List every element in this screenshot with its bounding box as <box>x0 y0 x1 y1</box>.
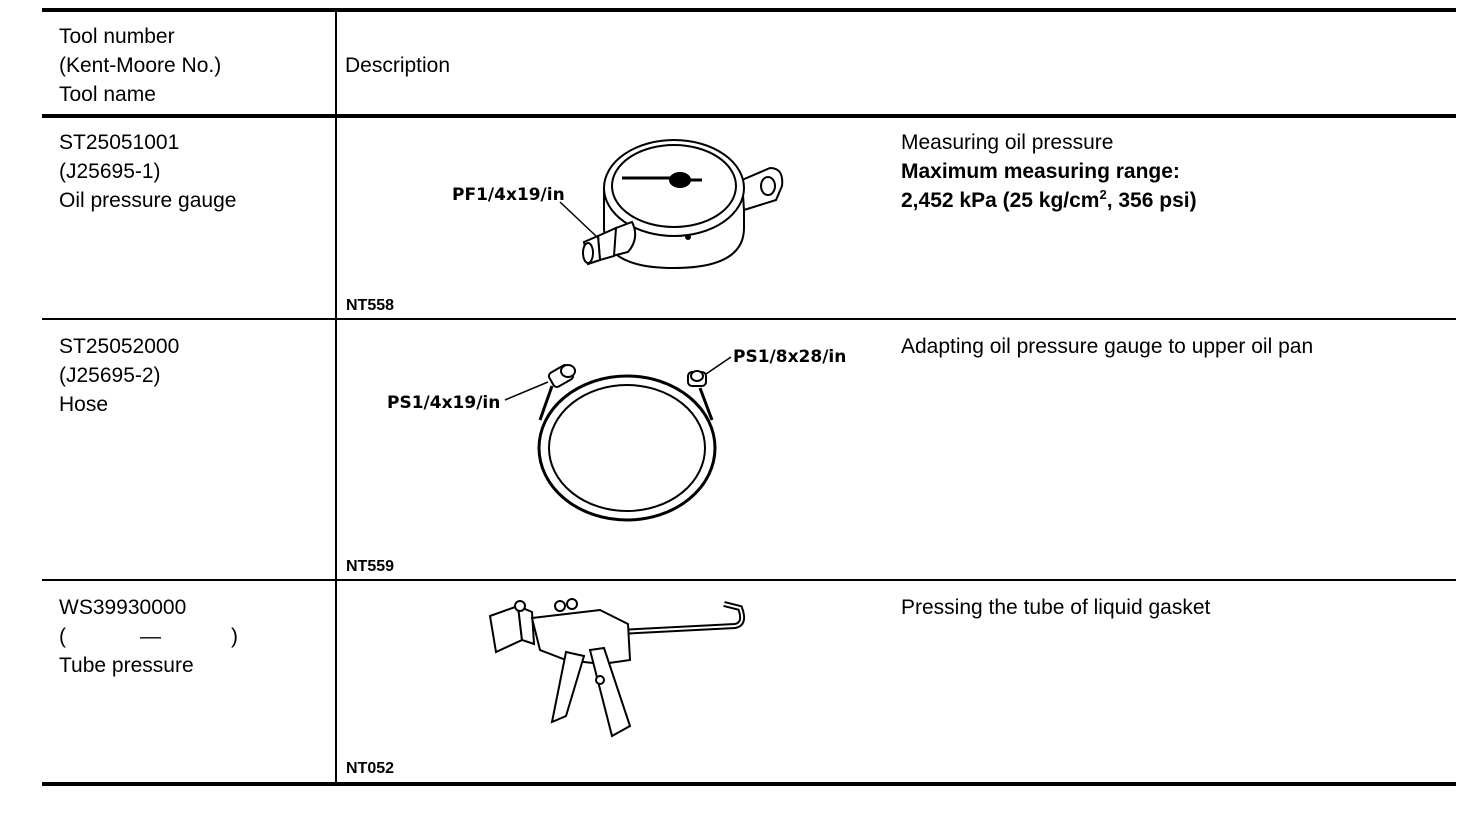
row3-figure-code: NT052 <box>346 760 395 777</box>
row3-description: Pressing the tube of liquid gasket <box>901 596 1211 619</box>
row2-callout-ps14: PS1/4x19/in <box>387 393 501 413</box>
row3-tool-number: WS39930000 <box>59 596 187 619</box>
row1-spec-label: Maximum measuring range: <box>901 160 1180 183</box>
row1-kent-moore: (J25695-1) <box>59 160 161 183</box>
row2-tool-number: ST25052000 <box>59 335 180 358</box>
row1-bottom-rule <box>42 318 1456 320</box>
header-description: Description <box>345 54 451 77</box>
row1-tool-name: Oil pressure gauge <box>59 189 237 212</box>
row2-callout-ps18: PS1/8x28/in <box>733 347 847 367</box>
row1-tool-number: ST25051001 <box>59 131 180 154</box>
row2-tool-name: Hose <box>59 393 109 416</box>
column-divider <box>335 10 337 784</box>
row2-bottom-rule <box>42 579 1456 581</box>
row1-spec-value: 2,452 kPa (25 kg/cm2, 356 psi) <box>901 187 1197 212</box>
row2-kent-moore: (J25695-2) <box>59 364 161 387</box>
row3-kent-moore-close: ) <box>231 625 238 648</box>
row2-description: Adapting oil pressure gauge to upper oil… <box>901 335 1314 358</box>
row3-tool-name: Tube pressure <box>59 654 194 677</box>
table-top-rule <box>42 8 1456 12</box>
header-kent-moore: (Kent-Moore No.) <box>59 54 222 77</box>
header-bottom-rule <box>42 114 1456 118</box>
row3-kent-moore-dash: — <box>140 625 161 648</box>
row1-description: Measuring oil pressure <box>901 131 1114 154</box>
row1-callout-pf: PF1/4x19/in <box>452 185 565 205</box>
row3-kent-moore-open: ( <box>59 625 66 648</box>
header-tool-number: Tool number <box>59 25 175 48</box>
header-tool-name: Tool name <box>59 83 156 106</box>
row1-figure-code: NT558 <box>346 297 395 314</box>
table-bottom-rule <box>42 782 1456 786</box>
row2-figure-code: NT559 <box>346 558 395 575</box>
